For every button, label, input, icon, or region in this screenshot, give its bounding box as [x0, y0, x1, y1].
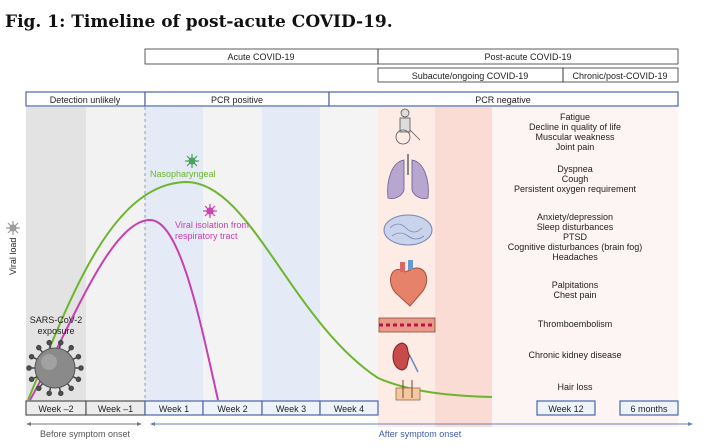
symptom-text: Palpitations: [552, 280, 599, 290]
blood-vessel-icon: [378, 317, 436, 333]
subacute-label: Subacute/ongoing COVID-19: [412, 71, 529, 81]
sars-cov-2-virus-icon: [26, 339, 84, 397]
acute-label: Acute COVID-19: [227, 52, 294, 62]
exposure-label-2: exposure: [37, 326, 74, 336]
lungs-icon: [387, 154, 429, 199]
after-onset-label: After symptom onset: [379, 429, 462, 439]
pcr-positive-label: PCR positive: [211, 95, 263, 105]
symptom-text: Dyspnea: [557, 164, 593, 174]
virus-spike-tip: [46, 339, 52, 346]
detection-unlikely-label: Detection unlikely: [50, 95, 121, 105]
symptom-text: Cough: [562, 174, 589, 184]
heart-icon: [390, 260, 428, 307]
symptom-text: PTSD: [563, 232, 588, 242]
symptom-text: Hair loss: [557, 382, 593, 392]
week-label: Week 1: [159, 404, 189, 414]
virus-spike-tip: [75, 376, 82, 383]
y-axis-label: Viral load: [8, 238, 18, 275]
virus-small-icon: [6, 221, 20, 235]
post-acute-label: Post-acute COVID-19: [484, 52, 571, 62]
background-columns: [26, 107, 678, 427]
symptom-text: Persistent oxygen requirement: [514, 184, 637, 194]
virus-spike-tip: [58, 390, 64, 397]
chronic-label: Chronic/post-COVID-19: [572, 71, 667, 81]
post-acute-phase-box: [377, 48, 679, 65]
week-label: Week –2: [38, 404, 73, 414]
virus-spike-tip: [75, 353, 82, 360]
virus-spike-tip: [36, 385, 42, 392]
virus-spike-tip: [36, 344, 42, 351]
viral-isolation-label-2: respiratory tract: [175, 231, 238, 241]
virus-spike-tip: [58, 339, 64, 346]
virus-spike-tip: [78, 365, 84, 371]
virus-spike-tip: [46, 390, 52, 397]
week-label: Week 4: [334, 404, 364, 414]
viral-isolation-curve: [29, 218, 219, 401]
week-label: 6 months: [630, 404, 668, 414]
brain-icon: [383, 214, 433, 246]
symptom-text: Muscular weakness: [535, 132, 615, 142]
virus-spike-tip: [68, 344, 74, 351]
wheelchair-person-icon: [395, 108, 421, 145]
before-onset-label: Before symptom onset: [40, 429, 131, 439]
week-box: [319, 400, 379, 416]
symptom-text: Chronic kidney disease: [528, 350, 621, 360]
chronic-box: [562, 67, 679, 83]
virus-spike-tip: [28, 353, 35, 360]
virus-spike-tip: [28, 376, 35, 383]
kidney-icon: [392, 342, 419, 373]
virus-spike-tip: [26, 365, 32, 371]
symptom-text: Chest pain: [553, 290, 596, 300]
virus-spike-tip: [68, 385, 74, 392]
figure-title: Fig. 1: Timeline of post-acute COVID-19.: [5, 12, 393, 32]
after-onset-arrow: [150, 422, 693, 426]
symptom-text: Anxiety/depression: [537, 212, 613, 222]
pcr-negative-label: PCR negative: [475, 95, 531, 105]
symptom-text: Thromboembolism: [538, 319, 613, 329]
symptom-text: Cognitive disturbances (brain fog): [508, 242, 643, 252]
week-box: [619, 400, 679, 416]
week-label: Week 12: [548, 404, 583, 414]
week-label: Week 3: [276, 404, 306, 414]
hair-skin-icon: [395, 380, 421, 401]
pcr-negative-box: [328, 91, 679, 107]
symptom-text: Sleep disturbances: [537, 222, 614, 232]
week-box: [536, 400, 596, 416]
nasopharyngeal-label: Nasopharyngeal: [150, 169, 216, 179]
symptom-text: Headaches: [552, 252, 598, 262]
week-timeline: Week –2 Week –1 Week 1 Week 2 Week 3 Week 4 We…: [25, 400, 679, 416]
green-virus-icon: [185, 154, 199, 168]
week-label: Week –1: [98, 404, 133, 414]
before-onset-arrow: [26, 422, 142, 426]
symptom-text: Joint pain: [556, 142, 595, 152]
week-label: Week 2: [217, 404, 247, 414]
symptom-text: Decline in quality of life: [529, 122, 621, 132]
symptom-text: Fatigue: [560, 112, 590, 122]
viral-isolation-label-1: Viral isolation from: [175, 220, 249, 230]
magenta-virus-icon: [203, 204, 217, 218]
exposure-label-1: SARS-CoV-2: [30, 315, 83, 325]
